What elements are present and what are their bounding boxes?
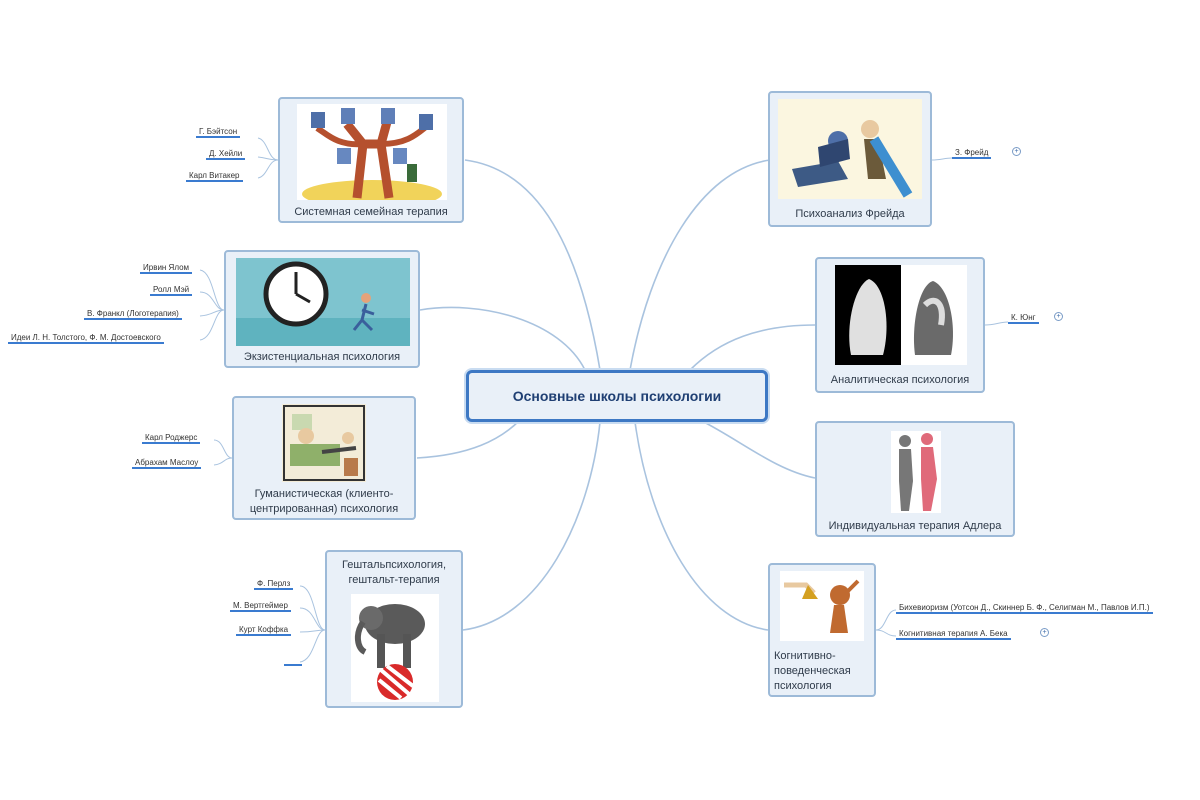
leaf-perls[interactable]: Ф. Перлз: [254, 578, 294, 590]
node-gestalt-psychology[interactable]: Гештальпсихология, гештальт-терапия: [325, 550, 463, 708]
node-adler-individual-therapy[interactable]: Индивидуальная терапия Адлера: [815, 421, 1015, 537]
leaf-yalom[interactable]: Ирвин Ялом: [140, 262, 193, 274]
elephant-on-ball-illustration: [351, 594, 439, 702]
node-label-line3: психология: [774, 680, 832, 692]
leaf-frankl[interactable]: В. Франкл (Логотерапия): [84, 308, 182, 320]
central-topic[interactable]: Основные школы психологии: [466, 370, 768, 422]
dog-bell-illustration: [780, 571, 864, 641]
leaf-jung[interactable]: К. Юнг: [1008, 312, 1039, 324]
node-label-line2: гештальт-терапия: [348, 574, 440, 586]
node-label: Индивидуальная терапия Адлера: [828, 520, 1002, 532]
branch-cognitive: [634, 421, 769, 631]
leaf-beck[interactable]: Когнитивная терапия А. Бека: [896, 628, 1011, 640]
node-analytic-psychology[interactable]: Аналитическая психология: [815, 257, 985, 393]
leaf-behaviorism[interactable]: Бихевиоризм (Уотсон Д., Скиннер Б. Ф., С…: [896, 602, 1153, 614]
node-label: Аналитическая психология: [830, 374, 970, 386]
leaf-koffka[interactable]: Курт Коффка: [236, 624, 292, 636]
node-freud-psychoanalysis[interactable]: Психоанализ Фрейда: [768, 91, 932, 227]
node-humanistic-psychology[interactable]: Гуманистическая (клиенто- центрированная…: [232, 396, 416, 520]
leaf-rogers[interactable]: Карл Роджерс: [142, 432, 201, 444]
central-topic-label: Основные школы психологии: [512, 388, 722, 404]
node-label-line2: поведенческая: [774, 665, 851, 677]
node-label-line1: Гуманистическая (клиенто-: [254, 488, 394, 500]
couch-session-illustration: [778, 99, 922, 199]
couch-illustration: [282, 404, 366, 482]
leaf-may[interactable]: Ролл Мэй: [150, 284, 193, 296]
leaf-haley[interactable]: Д. Хейли: [206, 148, 246, 160]
leaf-maslow[interactable]: Абрахам Маслоу: [132, 457, 202, 469]
node-label-line2: центрированная) психология: [249, 503, 399, 515]
leaf-whitaker[interactable]: Карл Витакер: [186, 170, 243, 182]
expand-plus-icon[interactable]: +: [1040, 628, 1049, 637]
node-label-line1: Гештальпсихология,: [341, 559, 447, 571]
node-label: Психоанализ Фрейда: [795, 208, 905, 220]
tree-illustration: [297, 104, 447, 200]
leaf-tolstoy-dostoevsky[interactable]: Идеи Л. Н. Толстого, Ф. М. Достоевского: [8, 332, 164, 344]
branch-freud: [629, 159, 771, 371]
leaf-wertheimer[interactable]: М. Вертгеймер: [230, 600, 291, 612]
branch-humanistic: [416, 419, 521, 459]
node-systemic-family-therapy[interactable]: Системная семейная терапия: [278, 97, 464, 223]
clock-illustration: [236, 258, 410, 346]
node-cognitive-behavioral-psychology[interactable]: Когнитивно- поведенческая психология: [768, 563, 876, 697]
branch-adler: [699, 419, 816, 479]
expand-plus-icon[interactable]: +: [1054, 312, 1063, 321]
expand-plus-icon[interactable]: +: [1012, 147, 1021, 156]
leaf-bateson[interactable]: Г. Бэйтсон: [196, 126, 241, 138]
leaf-empty[interactable]: [284, 654, 302, 666]
leaf-freud[interactable]: З. Фрейд: [952, 147, 992, 159]
node-label-line1: Когнитивно-: [774, 650, 836, 662]
branch-gestalt: [462, 421, 601, 631]
node-existential-psychology[interactable]: Экзистенциальная психология: [224, 250, 420, 368]
node-label: Системная семейная терапия: [294, 206, 448, 218]
branch-analytic: [689, 324, 816, 371]
jung-figures-illustration: [835, 265, 967, 365]
node-label: Экзистенциальная психология: [243, 351, 401, 363]
two-figures-illustration: [891, 431, 941, 513]
branch-existential: [419, 306, 586, 371]
branch-systemic: [464, 159, 601, 371]
